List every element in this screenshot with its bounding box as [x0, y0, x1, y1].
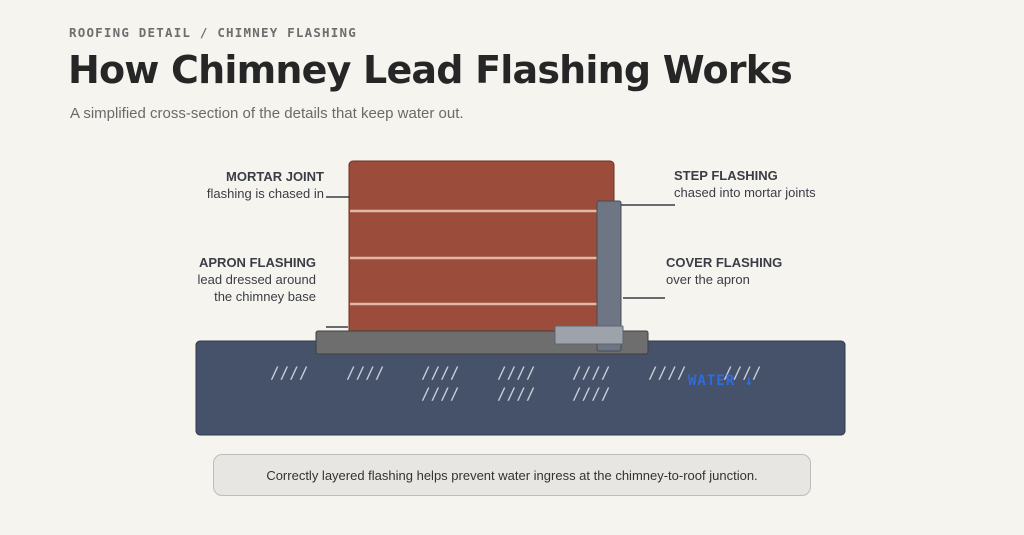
hatch-mark: ////: [270, 363, 309, 382]
apron-flashing-label: APRON FLASHING lead dressed around the c…: [170, 254, 316, 305]
cover-flashing-sub: over the apron: [666, 272, 750, 287]
cover-flashing-label: COVER FLASHING over the apron: [666, 254, 782, 288]
hatch-mark: ////: [572, 363, 611, 382]
step-flashing: [596, 200, 622, 352]
page-subtitle: A simplified cross-section of the detail…: [70, 105, 464, 122]
hatch-mark: ////: [572, 384, 611, 403]
apron-flashing-sub1: lead dressed around: [197, 272, 316, 287]
apron-flashing-heading: APRON FLASHING: [199, 255, 316, 270]
chimney-stack: [348, 160, 615, 340]
step-flashing-label: STEP FLASHING chased into mortar joints: [674, 167, 816, 201]
caption-box: Correctly layered flashing helps prevent…: [213, 454, 811, 496]
hatch-mark: ////: [497, 384, 536, 403]
hatch-mark: ////: [421, 384, 460, 403]
cover-flashing: [554, 325, 624, 345]
hatch-mark: ////: [723, 363, 762, 382]
roof-hatching: //// //// //// //// //// //// //// //// …: [270, 363, 762, 403]
apron-flashing-sub2: the chimney base: [214, 289, 316, 304]
hatch-mark: ////: [346, 363, 385, 382]
step-flashing-sub: chased into mortar joints: [674, 185, 816, 200]
hatch-mark: ////: [421, 363, 460, 382]
eyebrow-text: ROOFING DETAIL / CHIMNEY FLASHING: [69, 25, 357, 40]
hatch-mark: ////: [497, 363, 536, 382]
cover-flashing-heading: COVER FLASHING: [666, 255, 783, 270]
step-flashing-heading: STEP FLASHING: [674, 168, 778, 183]
water-label: WATER ↓: [688, 373, 754, 389]
caption-text: Correctly layered flashing helps prevent…: [266, 467, 758, 483]
mortar-joint-sub: flashing is chased in: [206, 186, 324, 201]
hatch-mark: ////: [648, 363, 687, 382]
page-title: How Chimney Lead Flashing Works: [68, 48, 793, 92]
mortar-joint-heading: MORTAR JOINT: [226, 169, 324, 184]
mortar-joint-label: MORTAR JOINT flashing is chased in: [186, 168, 324, 202]
